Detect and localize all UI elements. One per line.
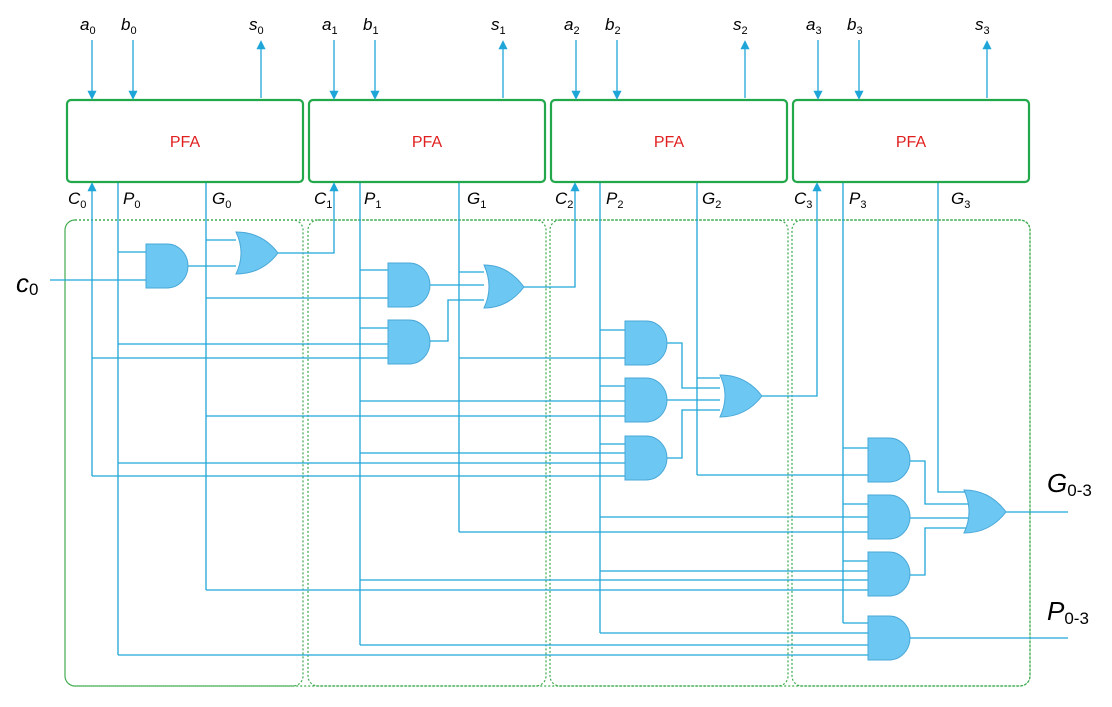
group-propagate-label: P0-3	[1047, 596, 1089, 628]
lookahead-outer-box	[64, 219, 1031, 687]
logic-gates	[145, 231, 1007, 661]
and-gate-c3a	[624, 320, 668, 366]
main-io-labels: c0 G0-3 P0-3	[16, 268, 1092, 628]
and-g1-to-or	[910, 460, 968, 505]
pfa-box-3	[791, 98, 1031, 184]
label-s1: s1	[491, 15, 506, 37]
pfa-label-0: PFA	[170, 134, 201, 151]
label-c0: C0	[68, 189, 86, 211]
or-gate-c2	[483, 264, 525, 309]
and-gate-p03	[867, 615, 911, 661]
label-c2: C2	[555, 189, 573, 211]
g3-wire	[937, 183, 968, 493]
pfa-box-2	[549, 98, 789, 184]
pfa-label-3: PFA	[896, 134, 927, 151]
and-gate-c2b	[387, 319, 431, 365]
or-gate-g03	[963, 489, 1007, 534]
and-c3a-to-or	[667, 342, 720, 389]
pfa-label-1: PFA	[412, 134, 443, 151]
block-output-labels: C0 P0 G0 C1 P1 G1 C2 P2 G2 C3 P3 G3	[68, 189, 970, 211]
label-p3: P3	[849, 189, 866, 211]
pfa-blocks: PFA PFA PFA PFA	[65, 98, 1031, 184]
and-gate-c2a	[387, 262, 431, 308]
lookahead-group-3	[791, 219, 1031, 687]
and-gate-c3c	[624, 435, 668, 481]
label-c3: C3	[794, 189, 812, 211]
label-g0: G0	[212, 189, 231, 211]
and-gate-g03c	[867, 551, 911, 597]
label-g2: G2	[702, 189, 721, 211]
carry-in-label: c0	[16, 268, 38, 299]
pfa-label-2: PFA	[654, 134, 685, 151]
label-a2: a2	[564, 15, 580, 37]
pfa-block-2: PFA	[549, 98, 789, 184]
label-p1: P1	[364, 189, 381, 211]
or-gate-c3	[719, 374, 763, 418]
horizontal-wires	[50, 239, 1068, 656]
label-g1: G1	[467, 189, 486, 211]
pfa-block-1: PFA	[307, 98, 547, 184]
label-b3: b3	[847, 15, 863, 37]
c1-wire	[278, 182, 339, 254]
label-b1: b1	[363, 15, 379, 37]
group-generate-label: G0-3	[1047, 468, 1092, 500]
lookahead-group-0	[64, 219, 304, 687]
top-io-arrows	[87, 40, 992, 100]
label-c1: C1	[314, 189, 332, 211]
label-a3: a3	[806, 15, 822, 37]
and-g3-to-or	[910, 527, 968, 576]
vertical-wires	[87, 182, 968, 655]
and-gate-g03b	[867, 494, 911, 540]
and-gate-c1	[145, 243, 189, 289]
c2-wire	[524, 182, 580, 288]
label-b0: b0	[121, 15, 137, 37]
label-p2: P2	[606, 189, 623, 211]
pfa-box-0	[65, 98, 305, 184]
label-p0: P0	[123, 189, 140, 211]
label-s2: s2	[733, 15, 748, 37]
pfa-block-3: PFA	[791, 98, 1031, 184]
or-gate-c1	[235, 231, 279, 275]
and-c2b-to-or	[430, 299, 484, 342]
c3-wire	[762, 182, 822, 397]
pfa-block-0: PFA	[65, 98, 305, 184]
and-gate-c3b	[624, 377, 668, 423]
top-signal-labels: a0 b0 s0 a1 b1 s1 a2 b2 s2 a3 b3 s3	[80, 15, 990, 37]
label-a1: a1	[322, 15, 338, 37]
and-gate-g03a	[867, 437, 911, 483]
label-g3: G3	[951, 189, 970, 211]
label-a0: a0	[80, 15, 96, 37]
label-s3: s3	[975, 15, 990, 37]
label-b2: b2	[605, 15, 621, 37]
label-s0: s0	[249, 15, 264, 37]
pfa-box-1	[307, 98, 547, 184]
and-c3c-to-or	[667, 409, 720, 459]
